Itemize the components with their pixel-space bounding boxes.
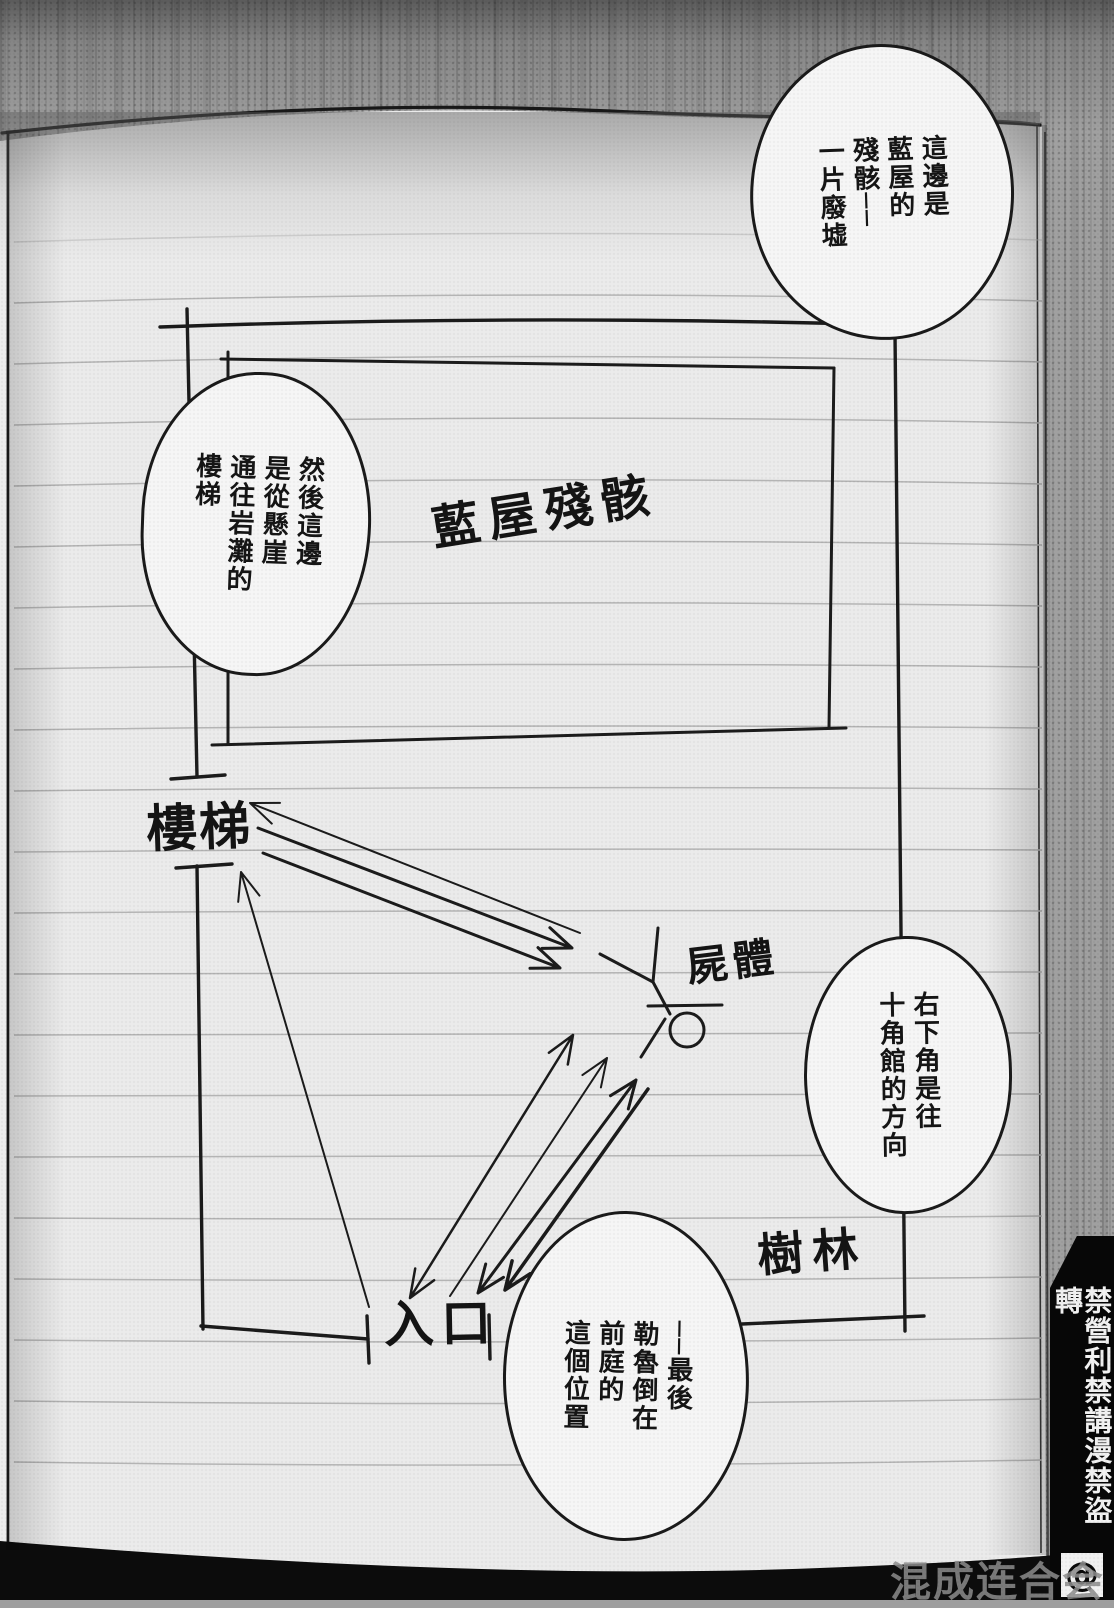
bubble-text-cliff-stairs: 然後這邊 是從懸崖 通往岩灘的 樓梯 bbox=[190, 451, 326, 594]
corpse-arm-1 bbox=[646, 1003, 724, 1008]
bubble-text-decagon-direction: 右下角是往 十角館的方向 bbox=[874, 990, 942, 1160]
stairs-tick-top bbox=[169, 773, 227, 781]
label-woods: 樹林 bbox=[755, 1221, 869, 1283]
corpse-head bbox=[668, 1011, 706, 1049]
scanlation-group-watermark: 混成连合会 bbox=[890, 1558, 1105, 1606]
entrance-tick-right bbox=[487, 1313, 492, 1361]
map-outline bbox=[158, 307, 926, 1365]
corpse-leg-2 bbox=[598, 952, 655, 984]
route-arrow bbox=[237, 871, 370, 1308]
map-bottom-wall-right bbox=[740, 1314, 926, 1326]
entrance-tick-left bbox=[365, 1314, 371, 1365]
page-right-edge bbox=[1036, 125, 1042, 1554]
bubble-text-ruins-intro: 這邊是 藍屋的 殘骸── 一片廢墟 bbox=[813, 133, 950, 251]
page-right-edge-2 bbox=[1044, 131, 1049, 1557]
route-arrow bbox=[476, 1078, 638, 1295]
route-arrow bbox=[449, 1057, 608, 1297]
bottom-black-band bbox=[0, 1541, 1114, 1600]
map-bottom-wall-left bbox=[199, 1324, 370, 1341]
side-watermark-text: 禁營利禁講漫禁盜轉 bbox=[1051, 1286, 1114, 1526]
stairs-tick-bottom bbox=[174, 862, 234, 870]
map-top-wall bbox=[158, 318, 895, 329]
label-entrance: 入口 bbox=[383, 1294, 499, 1354]
route-arrow bbox=[503, 1087, 650, 1292]
route-arrow bbox=[408, 1033, 575, 1300]
corpse-torso bbox=[651, 980, 672, 1016]
ruins-box-bottom bbox=[210, 726, 848, 747]
corpse-stick-figure bbox=[598, 926, 724, 1059]
ruins-box-top bbox=[219, 357, 836, 370]
map-left-wall-lower bbox=[195, 864, 205, 1331]
label-corpse: 屍體 bbox=[683, 932, 782, 992]
route-arrow bbox=[261, 851, 562, 970]
route-arrow bbox=[249, 801, 581, 934]
label-stairs: 樓梯 bbox=[145, 797, 254, 860]
side-watermark-strip: 禁營利禁講漫禁盜轉 @ bbox=[1050, 1236, 1114, 1600]
ruins-box-right bbox=[827, 366, 836, 730]
corpse-arm-2 bbox=[639, 1017, 667, 1059]
at-symbol-badge: @ bbox=[1061, 1553, 1103, 1597]
bubble-text-leru-position: ──最後 勒魯倒在 前庭的 這個位置 bbox=[558, 1318, 694, 1433]
corpse-leg-1 bbox=[651, 926, 660, 984]
route-arrows bbox=[237, 801, 650, 1308]
route-arrow bbox=[256, 826, 574, 950]
